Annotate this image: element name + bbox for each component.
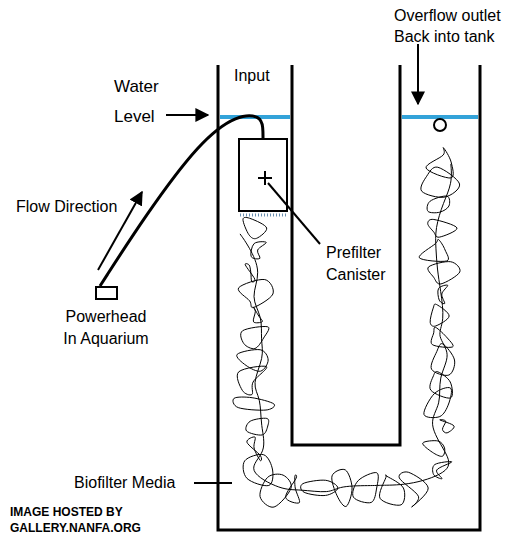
media-loop [237, 366, 267, 395]
media-loop [260, 474, 291, 507]
media-loop [241, 326, 269, 348]
pointer-arrow [417, 44, 419, 104]
node-label: Prefilter Canister [326, 242, 386, 285]
media-loop [438, 285, 448, 304]
prefilter-canister: Prefilter Canister [238, 138, 288, 212]
media-loop [253, 307, 262, 323]
outlet-label: Overflow outlet Back into tank [394, 6, 514, 48]
media-loop [399, 472, 428, 507]
media-label: Biofilter Media [74, 473, 175, 494]
u-tube [218, 65, 480, 530]
media-loop [251, 242, 266, 259]
media-loop [243, 217, 267, 238]
flow-label: Flow Direction [16, 197, 117, 218]
media-loop [237, 350, 268, 372]
media-loop [433, 462, 452, 479]
overflow-outlet [434, 119, 446, 131]
pointer-arrow [166, 114, 208, 116]
media-loop [428, 219, 457, 237]
media-loop [431, 327, 453, 347]
media-loop [424, 388, 452, 418]
media-loop [427, 196, 450, 213]
water-level-label: Water Level [114, 72, 159, 132]
watermark: IMAGE HOSTED BY GALLERY.NANFA.ORG [10, 505, 160, 536]
media-loop [423, 441, 445, 457]
media-loop [243, 454, 273, 485]
media-loop [430, 372, 453, 399]
media-loop [245, 264, 255, 282]
media-loop [233, 397, 275, 410]
media-loop [430, 304, 449, 326]
media-loop [419, 239, 448, 261]
media-loop [332, 469, 352, 506]
media-loop [238, 279, 273, 307]
media-loop [353, 473, 379, 503]
media-loop [286, 475, 300, 503]
node-label: Powerhead In Aquarium [61, 306, 151, 349]
media-loop [440, 420, 454, 433]
media-loop [246, 418, 269, 435]
media-loop [428, 262, 460, 284]
input-label: Input [234, 66, 270, 87]
leader-line [268, 183, 320, 244]
prefilter-screen [240, 214, 288, 217]
leader-line [194, 482, 232, 484]
media-loop [421, 167, 460, 197]
powerhead-box: Powerhead In Aquarium [95, 286, 118, 300]
biofilter-media [233, 148, 460, 508]
canister-cross [258, 171, 272, 185]
media-loop [426, 148, 453, 178]
media-strand [240, 164, 451, 492]
media-loop [431, 344, 455, 376]
